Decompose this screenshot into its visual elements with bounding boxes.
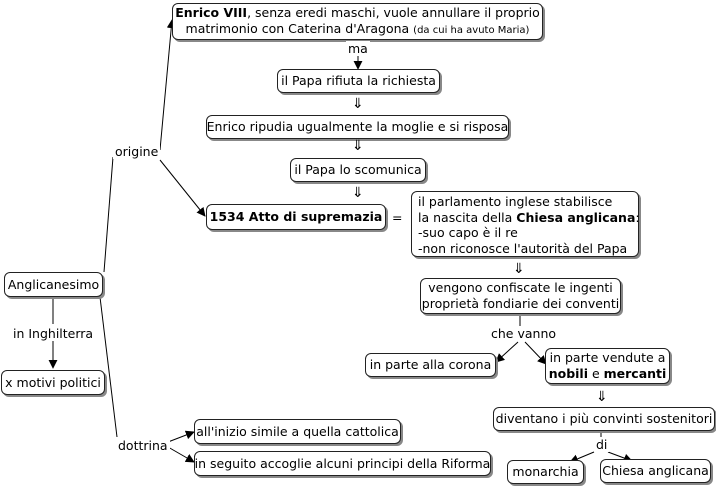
node-riforma[interactable]: in seguito accoglie alcuni principi dell… — [194, 451, 491, 476]
node-enrico[interactable]: Enrico VIII, senza eredi maschi, vuole a… — [172, 3, 543, 40]
label-di: di — [594, 437, 610, 452]
vendute-e: e — [588, 366, 604, 381]
implies-arrow-3: ⇓ — [352, 185, 364, 201]
edge-anglicanesimo-dottrina — [99, 296, 118, 438]
label-equals: = — [390, 210, 405, 225]
anglicanesimo-text: Anglicanesimo — [7, 276, 100, 292]
confiscate-line1: vengono confiscate le ingenti — [428, 280, 613, 296]
parlamento-line2: la nascita della Chiesa anglicana: — [418, 210, 640, 226]
node-corona[interactable]: in parte alla corona — [365, 353, 496, 377]
edge-origine-atto — [159, 159, 206, 217]
edge-dottrina-simile — [167, 430, 195, 443]
parlamento-line1: il parlamento inglese stabilisce — [418, 194, 613, 209]
enrico-line2: matrimonio con Caterina d'Aragona (da cu… — [186, 21, 530, 38]
label-che-vanno: che vanno — [489, 326, 559, 341]
implies-arrow-5: ⇓ — [596, 389, 608, 405]
implies-arrow-1: ⇓ — [352, 96, 364, 112]
vendute-line1: in parte vendute a — [549, 350, 666, 366]
vendute-mercanti: mercanti — [603, 366, 667, 381]
node-motivi[interactable]: x motivi politici — [1, 370, 105, 395]
label-origine: origine — [113, 144, 161, 159]
edge-chevanno-vendute — [524, 341, 547, 365]
parlamento-line2a: la nascita della — [418, 209, 517, 225]
parlamento-line4: -non riconosce l'autorità del Papa — [418, 240, 628, 256]
node-chiesa-anglicana[interactable]: Chiesa anglicana — [600, 459, 711, 483]
label-in-inghilterra: in Inghilterra — [11, 326, 96, 341]
node-enrico-ripudia[interactable]: Enrico ripudia ugualmente la moglie e si… — [206, 115, 509, 139]
enrico-line1: Enrico VIII, senza eredi maschi, vuole a… — [175, 5, 540, 21]
node-papa-rifiuta[interactable]: il Papa rifiuta la richiesta — [277, 69, 440, 93]
node-monarchia[interactable]: monarchia — [507, 460, 584, 484]
edge-chevanno-corona — [495, 341, 519, 363]
implies-arrow-2: ⇓ — [352, 138, 364, 154]
label-dottrina: dottrina — [116, 438, 170, 453]
simile-text: all'inizio simile a quella cattolica — [196, 423, 399, 439]
enrico-rest1: , senza eredi maschi, vuole annullare il… — [247, 5, 540, 21]
node-sostenitori[interactable]: diventano i più convinti sostenitori — [493, 407, 715, 431]
chiesa-anglicana-text: Chiesa anglicana — [602, 463, 709, 479]
sostenitori-text: diventano i più convinti sostenitori — [495, 411, 713, 427]
motivi-text: x motivi politici — [5, 374, 101, 390]
node-atto[interactable]: 1534 Atto di supremazia — [206, 204, 386, 230]
riforma-text: in seguito accoglie alcuni principi dell… — [194, 455, 491, 471]
parlamento-line3: -suo capo è il re — [418, 225, 518, 241]
edge-anglicanesimo-origine — [103, 156, 114, 273]
vendute-nobili: nobili — [548, 366, 588, 381]
vendute-line2: nobili e mercanti — [549, 366, 667, 382]
edge-origine-enrico — [159, 19, 176, 151]
papa-rifiuta-text: il Papa rifiuta la richiesta — [281, 73, 436, 89]
implies-arrow-4: ⇓ — [513, 261, 525, 277]
enrico-small-note: (da cui ha avuto Maria) — [413, 25, 530, 37]
enrico-ripudia-text: Enrico ripudia ugualmente la moglie e si… — [206, 119, 509, 135]
corona-text: in parte alla corona — [369, 357, 492, 373]
enrico-bold: Enrico VIII — [175, 5, 248, 21]
node-vendute[interactable]: in parte vendute a nobili e mercanti — [545, 348, 670, 384]
parlamento-line2c: : — [635, 209, 640, 225]
node-papa-scomunica[interactable]: il Papa lo scomunica — [290, 158, 426, 182]
node-simile[interactable]: all'inizio simile a quella cattolica — [194, 419, 401, 444]
node-anglicanesimo[interactable]: Anglicanesimo — [4, 272, 103, 297]
papa-scomunica-text: il Papa lo scomunica — [294, 162, 422, 178]
enrico-line2-text: matrimonio con Caterina d'Aragona — [185, 21, 410, 37]
parlamento-chiesa-bold: Chiesa anglicana — [516, 209, 636, 225]
monarchia-text: monarchia — [512, 464, 579, 480]
node-parlamento[interactable]: il parlamento inglese stabilisce la nasc… — [411, 191, 640, 257]
edge-dottrina-riforma — [167, 446, 195, 463]
atto-text: 1534 Atto di supremazia — [209, 209, 383, 225]
label-ma: ma — [346, 41, 370, 56]
confiscate-line2: proprietà fondiarie dei conventi — [421, 296, 620, 311]
node-confiscate[interactable]: vengono confiscate le ingenti proprietà … — [420, 278, 621, 314]
